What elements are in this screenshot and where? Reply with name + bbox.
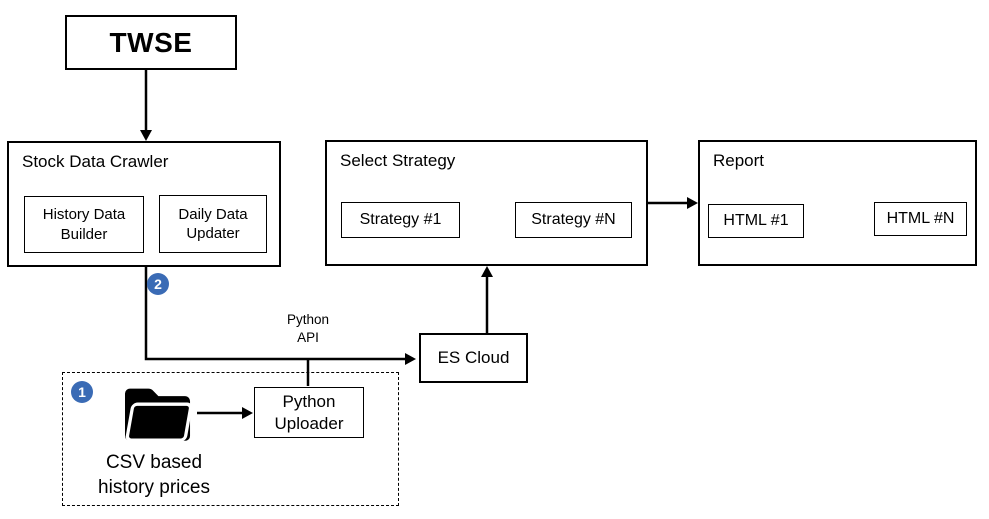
- stock-data-crawler-node: Stock Data Crawler History Data Builder …: [7, 141, 281, 267]
- arrow-crawler-to-escloud-head: [405, 353, 416, 365]
- arrow-select-to-report-head: [687, 197, 698, 209]
- history-data-builder-node: History Data Builder: [24, 196, 144, 253]
- es-cloud-label: ES Cloud: [437, 348, 510, 367]
- history-data-builder-label: History Data Builder: [42, 206, 126, 243]
- twse-node: TWSE: [65, 15, 237, 70]
- csv-label-line1: CSV based: [105, 452, 203, 473]
- folder-icon: [125, 388, 193, 442]
- html-n-label: HTML #N: [886, 209, 955, 227]
- stock-data-crawler-title: Stock Data Crawler: [22, 152, 169, 171]
- html-n-node: HTML #N: [874, 202, 967, 236]
- step-2-number: 2: [154, 276, 162, 292]
- step-1-number: 1: [78, 384, 86, 400]
- strategy-n-node: Strategy #N: [515, 202, 632, 238]
- python-uploader-node: Python Uploader: [254, 387, 364, 438]
- csv-history-prices-label: CSV based history prices: [74, 450, 234, 500]
- step-1-badge: 1: [71, 381, 93, 403]
- report-node: Report HTML #1 HTML #N: [698, 140, 977, 266]
- python-api-line1: Python: [286, 312, 330, 327]
- csv-upload-group: 1 Python Uploader CSV based history pric…: [62, 372, 399, 506]
- twse-label: TWSE: [109, 26, 193, 58]
- select-strategy-node: Select Strategy Strategy #1 Strategy #N: [325, 140, 648, 266]
- python-uploader-label: Python Uploader: [274, 392, 344, 433]
- arrow-escloud-to-select-head: [481, 266, 493, 277]
- es-cloud-node: ES Cloud: [419, 333, 528, 383]
- select-strategy-title: Select Strategy: [340, 151, 456, 170]
- python-api-label: Python API: [268, 311, 348, 347]
- strategy-n-label: Strategy #N: [531, 210, 616, 228]
- python-api-line2: API: [297, 330, 319, 345]
- csv-label-line2: history prices: [98, 477, 210, 498]
- daily-data-updater-label: Daily Data Updater: [178, 205, 248, 243]
- html-1-label: HTML #1: [723, 211, 789, 229]
- arrow-twse-to-crawler-head: [140, 130, 152, 141]
- step-2-badge: 2: [147, 273, 169, 295]
- report-title: Report: [713, 151, 765, 170]
- strategy-1-node: Strategy #1: [341, 202, 460, 238]
- daily-data-updater-node: Daily Data Updater: [159, 195, 267, 253]
- html-1-node: HTML #1: [708, 204, 804, 238]
- strategy-1-label: Strategy #1: [359, 210, 442, 228]
